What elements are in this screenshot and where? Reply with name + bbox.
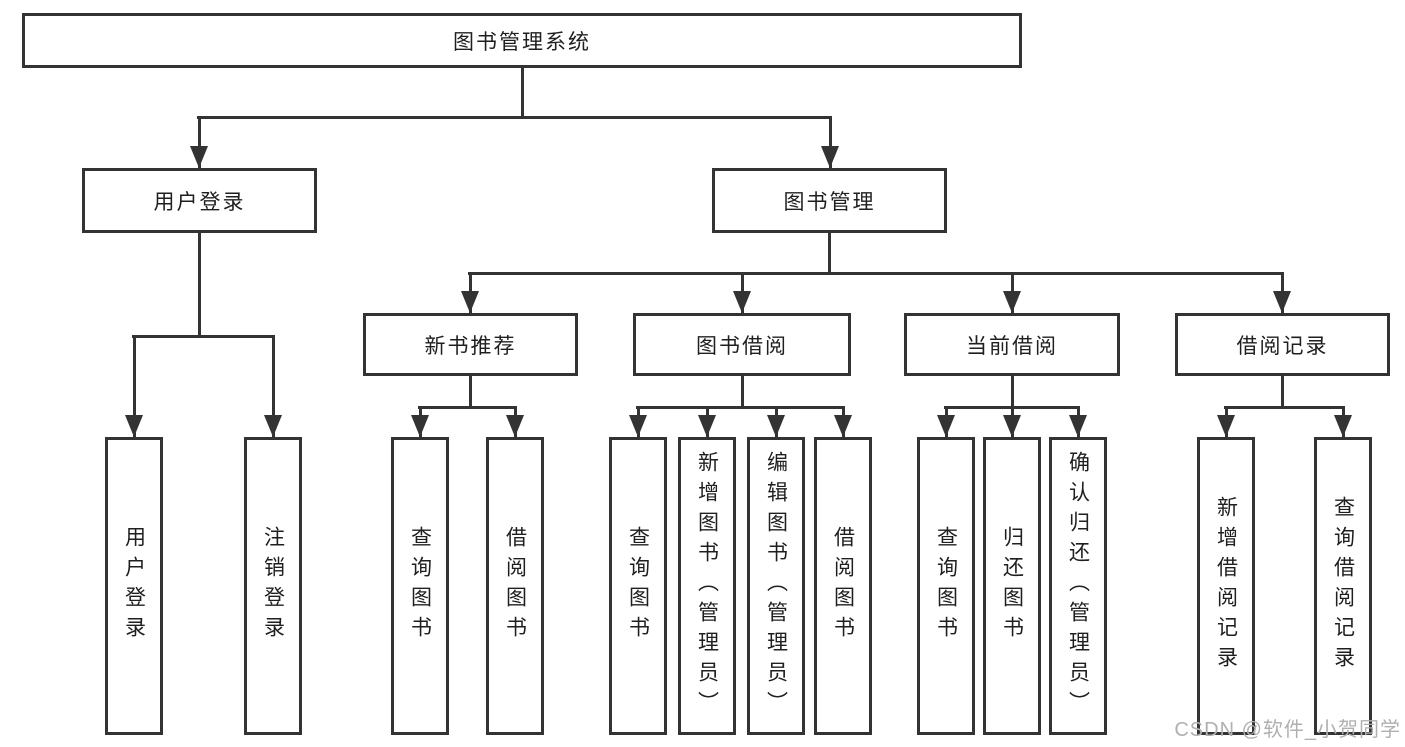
leaf-return-books: 归还图书 [983, 437, 1041, 735]
leaf-query-borrow-record: 查询借阅记录 [1314, 437, 1372, 735]
node-label: 借阅图书 [503, 526, 527, 646]
connector-line [828, 233, 831, 273]
arrow-down-icon [1003, 415, 1021, 437]
connector-line [829, 116, 832, 168]
node-user-login: 用户登录 [82, 168, 317, 233]
leaf-user-login: 用户登录 [105, 437, 163, 735]
arrow-down-icon [767, 415, 785, 437]
arrow-down-icon [1217, 415, 1235, 437]
leaf-borrow-books: 借阅图书 [814, 437, 872, 735]
node-label: 确认归还（管理员） [1066, 451, 1090, 721]
connector-line [132, 335, 275, 338]
csdn-watermark: CSDN @软件_小贺同学 [1174, 719, 1401, 741]
leaf-confirm-return-admin: 确认归还（管理员） [1049, 437, 1107, 735]
node-label: 查询图书 [934, 526, 958, 646]
node-label: 归还图书 [1000, 526, 1024, 646]
node-label: 图书管理系统 [453, 30, 591, 54]
arrow-down-icon [834, 415, 852, 437]
connector-line [521, 68, 524, 117]
connector-line [741, 376, 744, 407]
node-label: 编辑图书（管理员） [764, 451, 788, 721]
arrow-down-icon [411, 415, 429, 437]
node-borrow-records: 借阅记录 [1175, 313, 1390, 376]
arrow-down-icon [733, 291, 751, 313]
connector-line [197, 116, 832, 119]
arrow-down-icon [506, 415, 524, 437]
leaf-query-books-recommend: 查询图书 [391, 437, 449, 735]
node-label: 查询图书 [626, 526, 650, 646]
node-label: 用户登录 [122, 526, 146, 646]
node-label: 新书推荐 [424, 334, 517, 358]
arrow-down-icon [1069, 415, 1087, 437]
arrow-down-icon [1273, 291, 1291, 313]
node-label: 新增图书（管理员） [695, 451, 719, 721]
node-label: 查询借阅记录 [1331, 496, 1355, 676]
arrow-down-icon [1334, 415, 1352, 437]
connector-line [198, 233, 201, 336]
node-current-borrow: 当前借阅 [904, 313, 1120, 376]
leaf-logout: 注销登录 [244, 437, 302, 735]
leaf-edit-books-admin: 编辑图书（管理员） [747, 437, 805, 735]
arrow-down-icon [937, 415, 955, 437]
node-label: 注销登录 [261, 526, 285, 646]
node-label: 借阅记录 [1236, 334, 1329, 358]
connector-line [468, 272, 1284, 275]
leaf-query-books-current: 查询图书 [917, 437, 975, 735]
connector-line [272, 335, 275, 437]
leaf-add-books-admin: 新增图书（管理员） [678, 437, 736, 735]
arrow-down-icon [461, 291, 479, 313]
leaf-borrow-books-recommend: 借阅图书 [486, 437, 544, 735]
node-label: 当前借阅 [966, 334, 1058, 358]
node-root: 图书管理系统 [22, 13, 1022, 68]
arrow-down-icon [264, 415, 282, 437]
connector-line [1224, 406, 1345, 409]
node-book-management: 图书管理 [712, 168, 947, 233]
arrow-down-icon [125, 415, 143, 437]
node-label: 借阅图书 [831, 526, 855, 646]
arrow-down-icon [698, 415, 716, 437]
connector-line [133, 335, 136, 437]
arrow-down-icon [190, 146, 208, 168]
connector-line [198, 116, 201, 168]
node-label: 新增借阅记录 [1214, 496, 1238, 676]
node-label: 用户登录 [153, 190, 246, 214]
arrow-down-icon [629, 415, 647, 437]
leaf-query-books-borrow: 查询图书 [609, 437, 667, 735]
node-label: 图书借阅 [696, 334, 788, 358]
connector-line [418, 406, 517, 409]
arrow-down-icon [1003, 291, 1021, 313]
connector-line [1011, 376, 1014, 407]
node-book-borrow: 图书借阅 [633, 313, 851, 376]
connector-line [636, 406, 845, 409]
leaf-add-borrow-record: 新增借阅记录 [1197, 437, 1255, 735]
connector-line [1281, 376, 1284, 407]
node-label: 查询图书 [408, 526, 432, 646]
node-label: 图书管理 [783, 190, 876, 214]
node-new-book-recommend: 新书推荐 [363, 313, 578, 376]
connector-line [469, 376, 472, 407]
arrow-down-icon [821, 146, 839, 168]
